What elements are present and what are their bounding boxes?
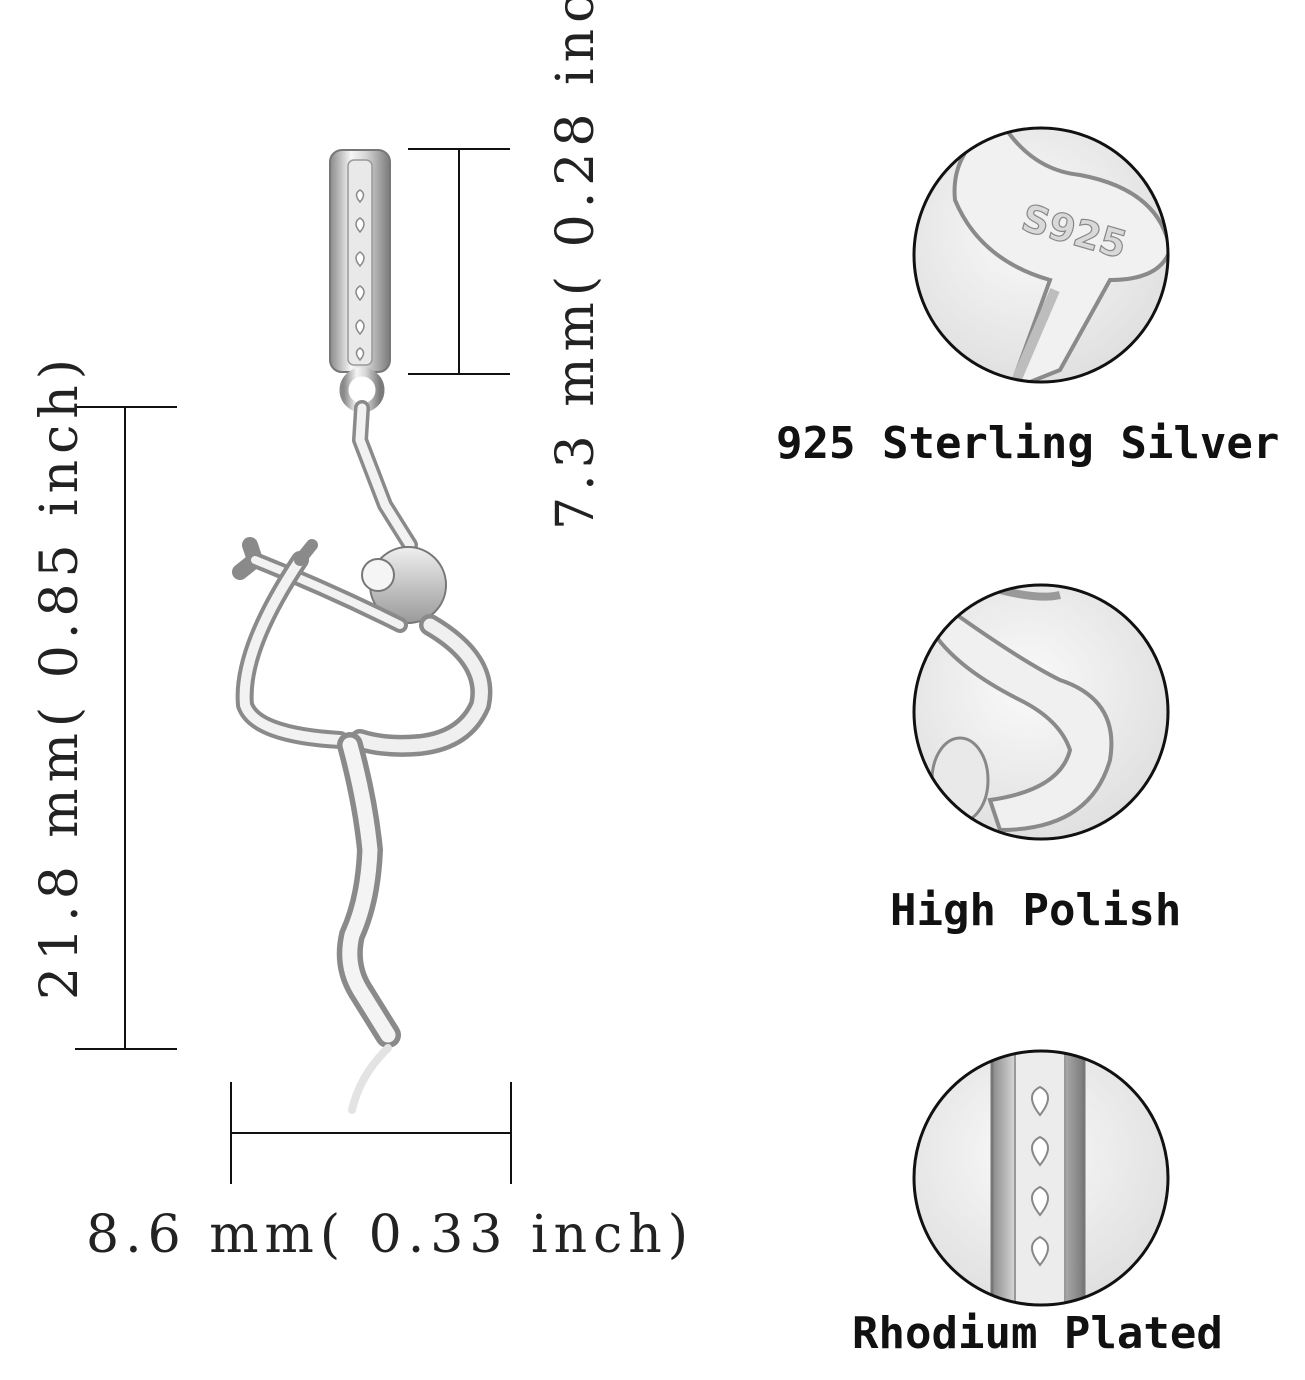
zoom-circle-rhodium xyxy=(912,1049,1170,1307)
width-dimension-label: 8.6 mm( 0.33 inch) xyxy=(86,1205,694,1265)
dimension-lines xyxy=(75,148,512,1184)
feature-label-rhodium-plated: Rhodium Plated xyxy=(852,1308,1223,1359)
bail-dimension-label: 7.3 mm( 0.28 inch) xyxy=(546,0,606,530)
feature-label-high-polish: High Polish xyxy=(890,885,1182,936)
feature-label-sterling-silver: 925 Sterling Silver xyxy=(776,418,1280,469)
gymnast-figure xyxy=(232,400,493,1114)
height-dimension-label: 21.8 mm( 0.85 inch) xyxy=(30,352,90,1000)
zoom-circle-stamp: S925 xyxy=(912,126,1170,384)
zoom-circle-polish xyxy=(912,583,1170,841)
charm-bail xyxy=(329,149,391,413)
